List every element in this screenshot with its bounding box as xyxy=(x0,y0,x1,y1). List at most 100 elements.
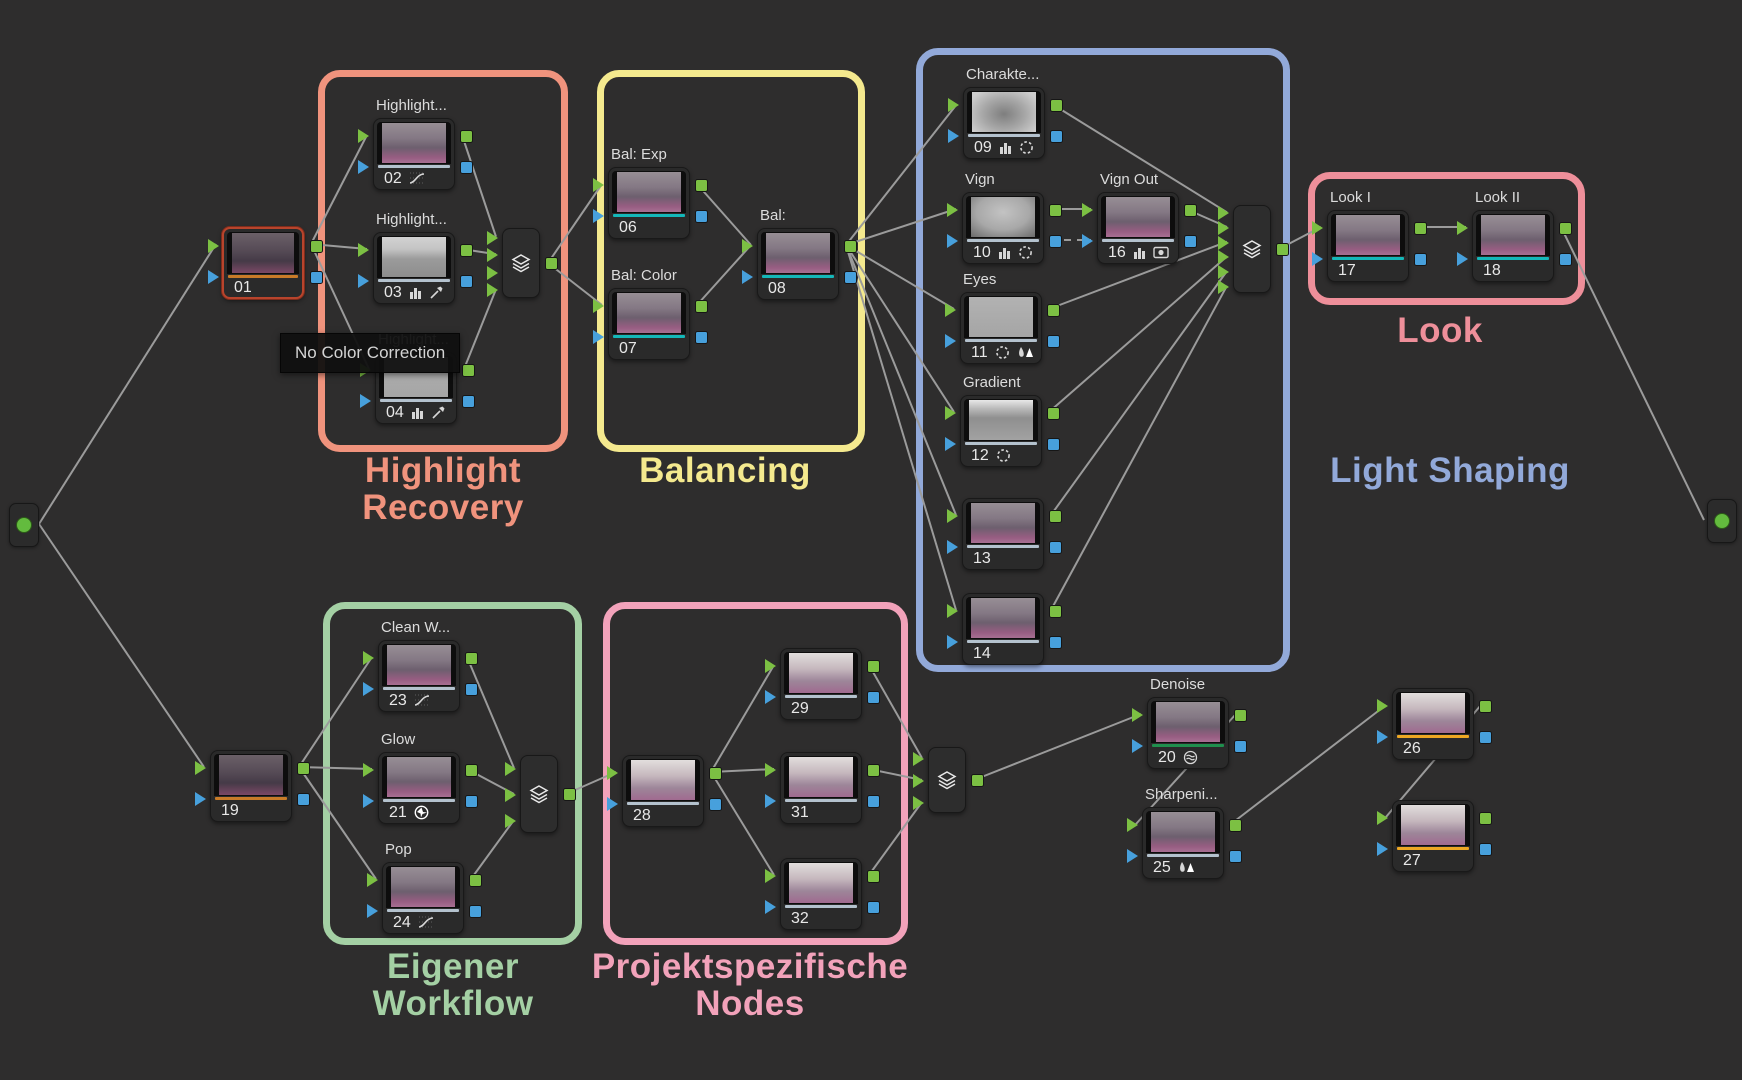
rgb-input-port[interactable] xyxy=(765,763,776,777)
key-output-port[interactable] xyxy=(1049,636,1062,649)
rgb-output-port[interactable] xyxy=(297,762,310,775)
rgb-input-port[interactable] xyxy=(742,239,753,253)
rgb-output-port[interactable] xyxy=(1049,204,1062,217)
color-node-31[interactable]: 31 xyxy=(765,752,880,824)
rgb-input-port[interactable] xyxy=(487,283,498,298)
rgb-output-port[interactable] xyxy=(1049,510,1062,523)
key-output-port[interactable] xyxy=(297,793,310,806)
key-input-port[interactable] xyxy=(367,904,378,918)
rgb-input-port[interactable] xyxy=(363,763,374,777)
rgb-input-port[interactable] xyxy=(358,129,369,143)
key-output-port[interactable] xyxy=(1047,438,1060,451)
color-node-19[interactable]: 19 xyxy=(195,750,310,822)
rgb-output-port[interactable] xyxy=(1047,407,1060,420)
key-input-port[interactable] xyxy=(363,682,374,696)
color-node-13[interactable]: 13 xyxy=(947,498,1062,570)
rgb-output-port[interactable] xyxy=(310,240,323,253)
rgb-input-port[interactable] xyxy=(1457,221,1468,235)
key-output-port[interactable] xyxy=(460,275,473,288)
layer-mixer-node[interactable] xyxy=(1218,205,1289,294)
key-output-port[interactable] xyxy=(1229,850,1242,863)
rgb-input-port[interactable] xyxy=(505,788,516,802)
key-input-port[interactable] xyxy=(358,274,369,288)
rgb-output-port[interactable] xyxy=(465,652,478,665)
color-node-29[interactable]: 29 xyxy=(765,648,880,720)
color-node-03[interactable]: Highlight...03 xyxy=(358,211,473,304)
key-input-port[interactable] xyxy=(947,635,958,649)
rgb-input-port[interactable] xyxy=(1127,818,1138,832)
rgb-input-port[interactable] xyxy=(358,243,369,257)
rgb-input-port[interactable] xyxy=(1218,206,1229,221)
key-input-port[interactable] xyxy=(765,690,776,704)
key-input-port[interactable] xyxy=(765,794,776,808)
rgb-output-port[interactable] xyxy=(462,364,475,377)
key-input-port[interactable] xyxy=(947,234,958,248)
layer-mixer-node[interactable] xyxy=(505,755,576,833)
key-input-port[interactable] xyxy=(363,794,374,808)
rgb-output-port[interactable] xyxy=(1050,99,1063,112)
rgb-input-port[interactable] xyxy=(1132,708,1143,722)
rgb-input-port[interactable] xyxy=(1218,235,1229,250)
rgb-output-port[interactable] xyxy=(867,870,880,883)
key-output-port[interactable] xyxy=(1049,541,1062,554)
key-input-port[interactable] xyxy=(1132,739,1143,753)
rgb-output-port[interactable] xyxy=(1184,204,1197,217)
key-output-port[interactable] xyxy=(460,161,473,174)
key-output-port[interactable] xyxy=(1234,740,1247,753)
rgb-input-port[interactable] xyxy=(1312,221,1323,235)
key-output-port[interactable] xyxy=(867,901,880,914)
key-output-port[interactable] xyxy=(1184,235,1197,248)
rgb-output-port[interactable] xyxy=(1047,304,1060,317)
rgb-input-port[interactable] xyxy=(765,869,776,883)
rgb-output-port[interactable] xyxy=(1229,819,1242,832)
rgb-output-port[interactable] xyxy=(971,774,984,787)
rgb-input-port[interactable] xyxy=(1218,250,1229,265)
rgb-input-port[interactable] xyxy=(487,265,498,280)
key-input-port[interactable] xyxy=(607,797,618,811)
rgb-input-port[interactable] xyxy=(363,651,374,665)
color-node-08[interactable]: Bal:08 xyxy=(742,207,857,300)
rgb-output-port[interactable] xyxy=(545,257,558,270)
rgb-output-port[interactable] xyxy=(469,874,482,887)
key-output-port[interactable] xyxy=(1479,731,1492,744)
key-output-port[interactable] xyxy=(1050,130,1063,143)
key-output-port[interactable] xyxy=(1479,843,1492,856)
key-input-port[interactable] xyxy=(948,129,959,143)
color-node-25[interactable]: Sharpeni...25 xyxy=(1127,786,1242,879)
key-output-port[interactable] xyxy=(469,905,482,918)
rgb-output-port[interactable] xyxy=(1234,709,1247,722)
key-output-port[interactable] xyxy=(465,683,478,696)
rgb-input-port[interactable] xyxy=(1218,279,1229,294)
key-output-port[interactable] xyxy=(867,691,880,704)
rgb-output-port[interactable] xyxy=(1049,605,1062,618)
rgb-input-port[interactable] xyxy=(607,766,618,780)
rgb-input-port[interactable] xyxy=(945,406,956,420)
key-input-port[interactable] xyxy=(1377,730,1388,744)
key-output-port[interactable] xyxy=(695,210,708,223)
key-input-port[interactable] xyxy=(1127,849,1138,863)
key-input-port[interactable] xyxy=(1457,252,1468,266)
key-input-port[interactable] xyxy=(208,270,219,284)
rgb-output-port[interactable] xyxy=(1276,243,1289,256)
key-output-port[interactable] xyxy=(695,331,708,344)
rgb-output-port[interactable] xyxy=(563,788,576,801)
color-node-02[interactable]: Highlight...02 xyxy=(358,97,473,190)
rgb-output-port[interactable] xyxy=(1414,222,1427,235)
rgb-input-port[interactable] xyxy=(765,659,776,673)
color-node-28[interactable]: 28 xyxy=(607,755,722,827)
rgb-input-port[interactable] xyxy=(913,774,924,788)
rgb-input-port[interactable] xyxy=(1218,265,1229,279)
rgb-input-port[interactable] xyxy=(593,299,604,313)
color-node-23[interactable]: Clean W...23 xyxy=(363,619,478,712)
rgb-output-port[interactable] xyxy=(1479,812,1492,825)
rgb-input-port[interactable] xyxy=(1377,811,1388,825)
key-input-port[interactable] xyxy=(358,160,369,174)
